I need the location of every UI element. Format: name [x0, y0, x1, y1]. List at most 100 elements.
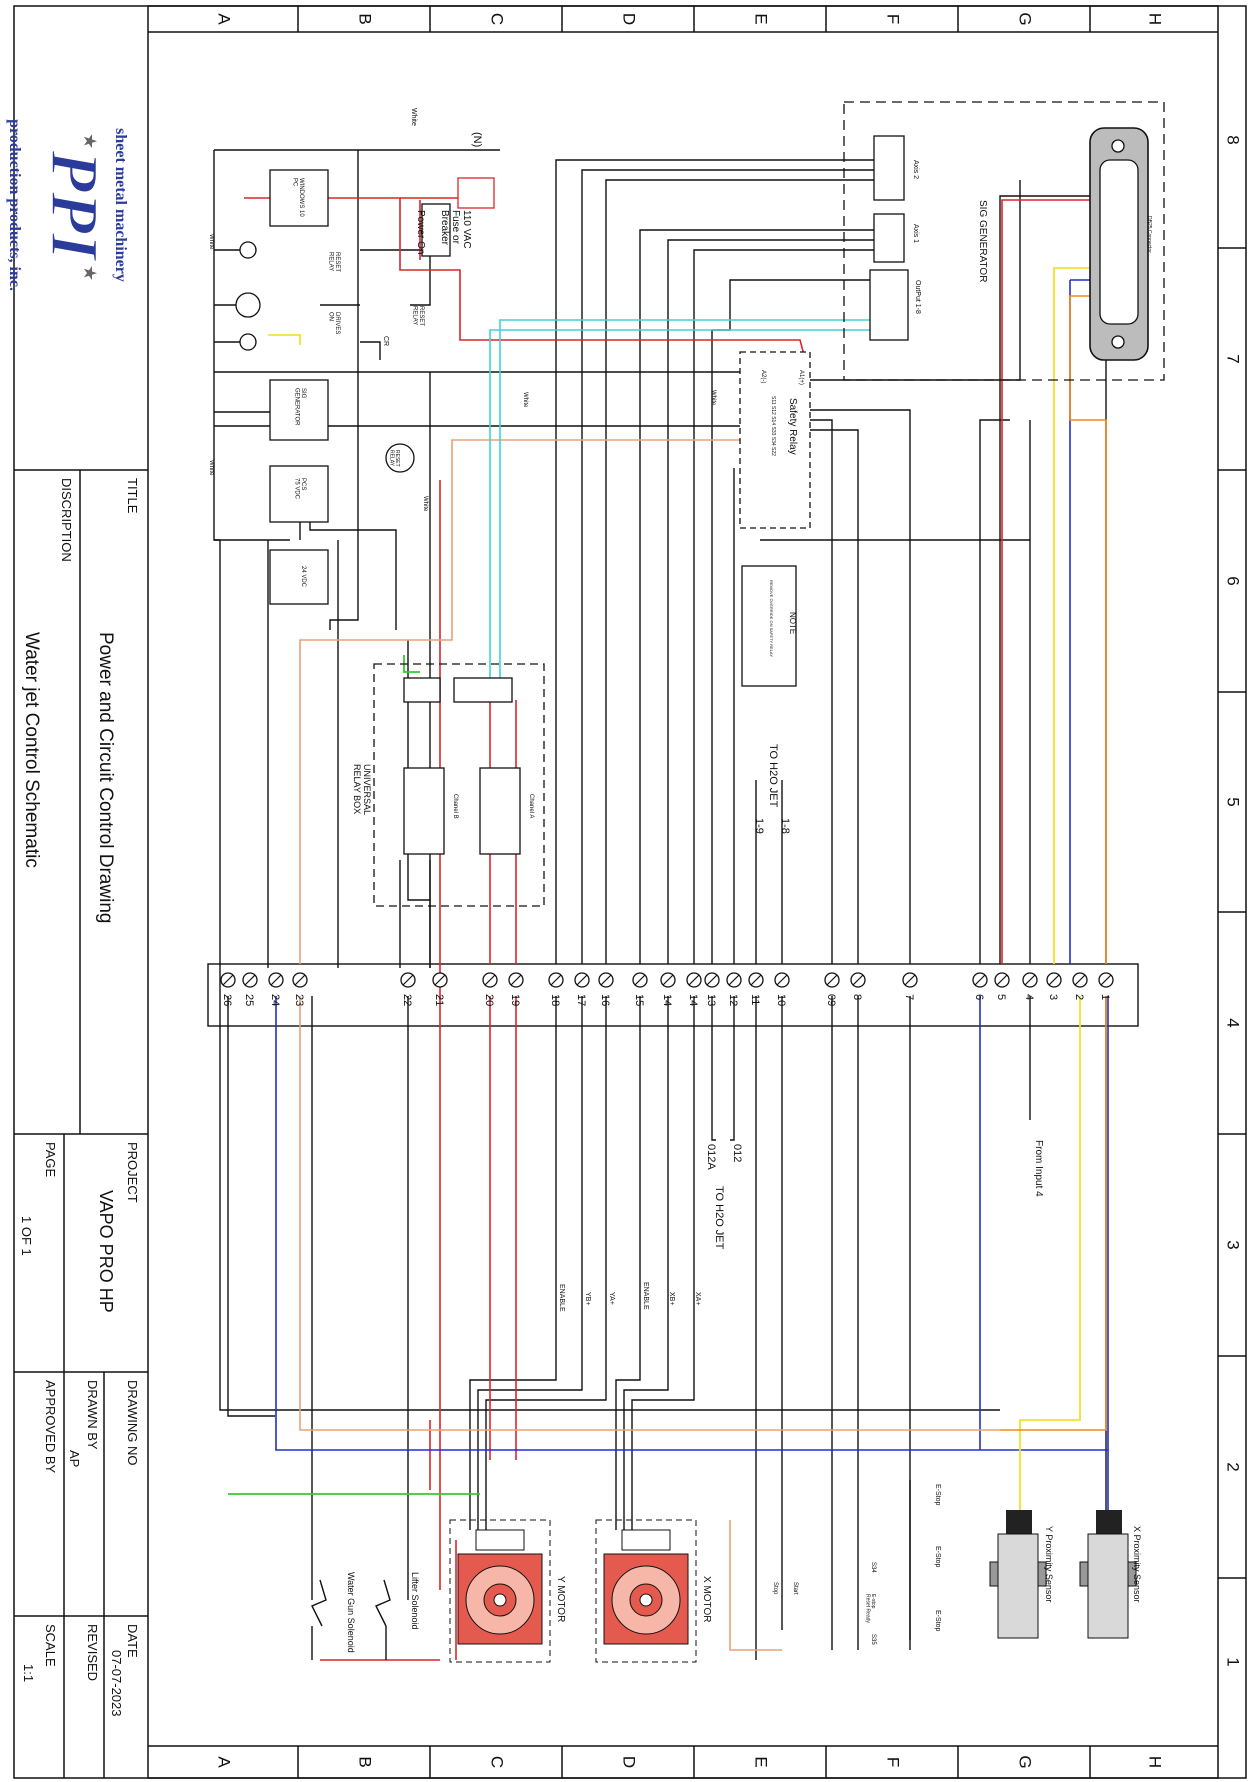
terminal-number: 19 [509, 994, 521, 1006]
label-a2: A2(-) [760, 370, 766, 383]
title-label: TITLE [125, 478, 140, 514]
grid-col-4: 4 [1224, 1018, 1243, 1027]
wiring-orange [1000, 295, 1130, 1431]
grid-row-C-top: C [488, 13, 507, 25]
label-y-prox: Y Proximity Sensor [1044, 1526, 1054, 1602]
label-a1: A1(+) [798, 370, 804, 385]
terminal-screw-slot [270, 974, 282, 986]
component-outlines [235, 101, 1165, 907]
label-chanel-a: Chanel A [528, 794, 534, 818]
label-to-h2o-jet-1: TO H2O JET [767, 744, 779, 808]
terminal-screw-slot [434, 974, 446, 986]
terminal-screw-slot [1100, 974, 1112, 986]
label-note-text: REMOVE OVERRIDE ON SAFETY RELAY [769, 580, 774, 657]
title-value: Power and Circuit Control Drawing [95, 632, 116, 923]
terminal-screw-slot [996, 974, 1008, 986]
x-proximity-sensor [1079, 1510, 1137, 1639]
grid-row-G-top: G [1016, 12, 1035, 25]
label-xb-plus: XB+ [668, 1292, 675, 1305]
label-white-1: White [410, 108, 417, 126]
label-enable-1: ENABLE [642, 1282, 649, 1310]
terminal-number: 18 [549, 994, 561, 1006]
terminal-screw-slot [750, 974, 762, 986]
x-motor [595, 1519, 697, 1663]
terminal-screw-slot [688, 974, 700, 986]
label-s35: S35 [870, 1634, 876, 1645]
description-label: DISCRIPTION [59, 478, 74, 562]
y-proximity-sensor [989, 1510, 1047, 1639]
approved-by-label: APPROVED BY [43, 1380, 58, 1474]
terminal-number: 8 [851, 994, 863, 1000]
solenoid-symbols [311, 1579, 391, 1660]
grid-col-2: 2 [1224, 1462, 1243, 1471]
label-xa-plus: XA+ [694, 1292, 701, 1305]
drawing-no-label: DRAWING NO [125, 1380, 140, 1465]
label-white-3: White [710, 390, 716, 406]
terminal-screw-slot [662, 974, 674, 986]
label-from-input4: From Input 4 [1033, 1140, 1044, 1197]
terminal-number: 14 [661, 994, 673, 1006]
terminal-screw-slot [1074, 974, 1086, 986]
label-white-4: White [208, 460, 214, 476]
terminal-number: 7 [903, 994, 915, 1000]
label-stop: Stop [772, 1582, 778, 1595]
page-label: PAGE [43, 1142, 58, 1177]
terminal-screw-slot [402, 974, 414, 986]
date-value: 07-07-2023 [109, 1650, 124, 1717]
wiring-red [244, 197, 1100, 1661]
terminal-number: 24 [269, 994, 281, 1006]
drawing-frame [13, 5, 1247, 1779]
drawn-by-value: AP [67, 1450, 82, 1467]
label-estop-reset: E-stopReset Ready [865, 1594, 877, 1623]
terminal-number: 15 [633, 994, 645, 1006]
terminal-screw-slot [576, 974, 588, 986]
terminal-number: 09 [825, 994, 837, 1006]
revised-label: REVISED [85, 1624, 100, 1681]
terminal-screw-slot [852, 974, 864, 986]
terminal-number: 6 [973, 994, 985, 1000]
terminal-number: 26 [221, 994, 233, 1006]
label-drives-on: DRIVESON [327, 312, 340, 334]
label-output: OutPut 1-8 [914, 280, 921, 314]
terminal-number: 10 [775, 994, 787, 1006]
terminal-screw-slot [510, 974, 522, 986]
label-x-motor: X MOTOR [701, 1576, 712, 1622]
label-reset-relay-coil: RESETRELAY [389, 450, 401, 467]
component-labels: (N) White 110 VACFuse orBreaker Power On… [208, 108, 1152, 1653]
terminal-number: 23 [293, 994, 305, 1006]
page-value: 1 OF 1 [19, 1216, 34, 1256]
terminal-number: 11 [749, 994, 761, 1005]
terminal-screw-slot [484, 974, 496, 986]
terminal-number: 22 [401, 994, 413, 1006]
grid-row-D-bottom: D [620, 1756, 639, 1768]
label-ya-plus: YA+ [608, 1292, 615, 1305]
grid-col-1: 1 [1224, 1657, 1243, 1666]
grid-col-3: 3 [1224, 1240, 1243, 1249]
label-safety-relay-terms: S11 S12 S14 S33 S34 S22 [770, 396, 776, 456]
logo-top-text: sheet metal machinery [112, 128, 129, 282]
grid-col-8: 8 [1224, 135, 1243, 144]
label-s34: S34 [870, 1562, 876, 1573]
grid-row-H-top: H [1146, 13, 1165, 25]
label-h2o-012a: 012A [705, 1144, 717, 1170]
terminal-screw-slot [222, 974, 234, 986]
terminal-number: 14 [687, 994, 699, 1006]
label-h2o-19: 1-9 [753, 818, 765, 834]
terminal-number: 5 [995, 994, 1007, 1000]
terminal-screw-slot [904, 974, 916, 986]
label-to-h2o-jet-2: TO H2O JET [713, 1186, 725, 1250]
date-label: DATE [125, 1624, 140, 1658]
terminal-screw-slot [728, 974, 740, 986]
grid-row-B-top: B [356, 13, 375, 24]
grid-row-B-bottom: B [356, 1756, 375, 1767]
label-x-prox: X Proximity Sensor [1132, 1526, 1142, 1603]
terminal-screw-slot [1024, 974, 1036, 986]
grid-row-F-top: F [884, 14, 903, 24]
label-estop-1: E-Stop [934, 1484, 941, 1506]
grid-row-A-bottom: A [215, 1756, 234, 1768]
label-estop-3: E-Stop [934, 1610, 941, 1632]
terminal-screw-slot [600, 974, 612, 986]
label-axis1: Axis 1 [912, 224, 919, 243]
grid-row-E-bottom: E [752, 1756, 771, 1767]
